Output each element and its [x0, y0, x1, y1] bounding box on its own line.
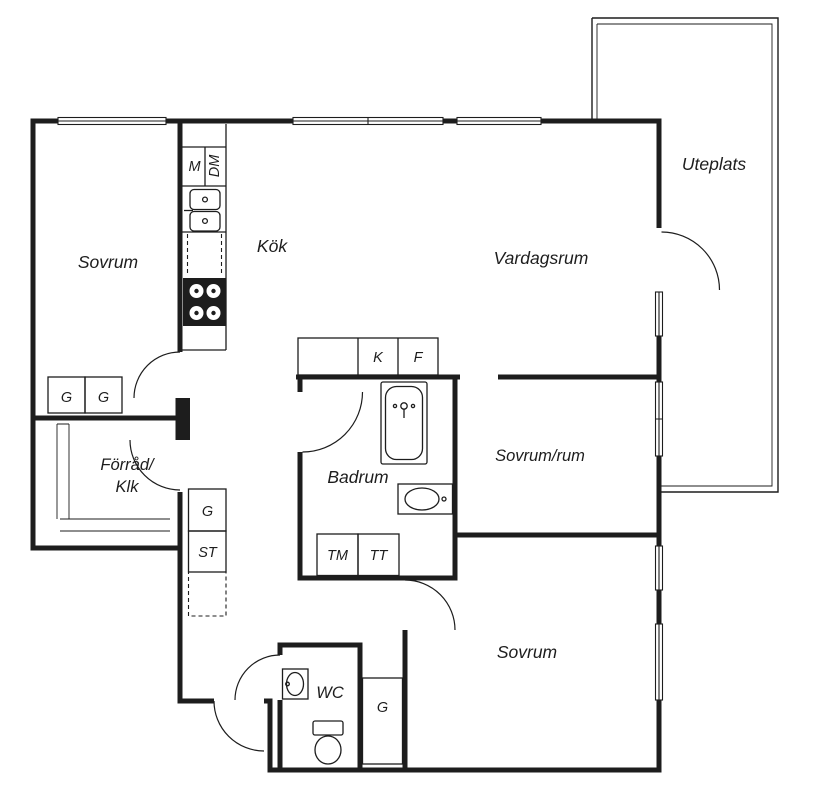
interior-walls [33, 118, 662, 773]
door-arcs [129, 231, 721, 752]
window-sovrum-s-lower [654, 623, 664, 701]
wall-pier [175, 398, 190, 440]
exterior-walls [30, 118, 662, 773]
windows [57, 116, 664, 701]
patio-border-inner [596, 23, 773, 487]
window-vardagsrum-top [456, 116, 542, 126]
room-labels: Sovrum Kök Vardagsrum Uteplats Förråd/ K… [78, 154, 746, 702]
kitchen-fixtures [182, 124, 439, 376]
kitchen-counter [182, 124, 227, 351]
label-kok: Kök [257, 236, 288, 256]
badrum-door-arc [302, 391, 364, 453]
closets [47, 376, 404, 765]
kitchen-sink [184, 188, 221, 232]
entry-door-arc [213, 700, 265, 752]
wardrobe-box-entry [361, 677, 404, 765]
fridge-freezer-unit [297, 337, 439, 376]
label-vardagsrum: Vardagsrum [494, 248, 589, 268]
window-sovrum-nw [57, 116, 167, 126]
wc-fixtures [281, 668, 344, 765]
washer-dryer-boxes [316, 533, 400, 577]
window-vardagsrum-right [654, 291, 664, 337]
label-fridge: K [373, 350, 384, 366]
label-wardrobe-hall: G [202, 504, 213, 520]
stove [183, 278, 226, 326]
label-wardrobe-entry: G [377, 700, 388, 716]
label-sovrum-rum: Sovrum/rum [495, 447, 585, 465]
window-sovrum-rum [654, 381, 664, 457]
fixture-labels: M DM K F G G G ST TM TT G [61, 154, 424, 716]
forrad-shelf-rails [56, 423, 170, 532]
washbasin-wc [281, 668, 309, 700]
patio-door-arc [661, 231, 721, 291]
label-badrum: Badrum [327, 467, 388, 487]
overhead-cabinet-dashed [187, 571, 227, 617]
sovrum-s-door-arc [404, 579, 456, 631]
label-wardrobe-nw-2: G [98, 390, 109, 406]
window-kok [292, 116, 444, 126]
kitchen-counter-dashed [186, 234, 223, 276]
label-micro: M [188, 159, 201, 175]
label-uteplats: Uteplats [682, 154, 746, 174]
bathroom-fixtures [316, 381, 454, 577]
label-sovrum-s: Sovrum [497, 642, 557, 662]
washbasin-badrum [397, 483, 454, 515]
sovrum-nw-door-arc [133, 351, 181, 399]
bathtub [380, 381, 428, 465]
patio-border-outer [591, 17, 779, 493]
window-sovrum-s-upper [654, 545, 664, 591]
exterior-wall-path [30, 118, 662, 773]
patio-outline [591, 17, 779, 493]
label-wardrobe-nw-1: G [61, 390, 72, 406]
label-dryer: TT [370, 548, 389, 564]
label-forrad-line2: Klk [116, 478, 140, 496]
forrad-door-arc [129, 439, 181, 491]
label-forrad-line1: Förråd/ [100, 456, 155, 474]
wc-door-arc [234, 654, 281, 701]
toilet [312, 720, 344, 765]
label-freezer: F [414, 350, 424, 366]
label-dishwasher: DM [207, 154, 223, 177]
interior-wall-path [33, 118, 662, 773]
label-washer: TM [327, 548, 349, 564]
label-cleaning-closet: ST [198, 545, 218, 561]
label-sovrum-nw: Sovrum [78, 252, 138, 272]
wardrobe-box-nw-2 [84, 376, 123, 414]
label-wc: WC [316, 684, 344, 702]
cleaning-closet-box [187, 530, 227, 573]
